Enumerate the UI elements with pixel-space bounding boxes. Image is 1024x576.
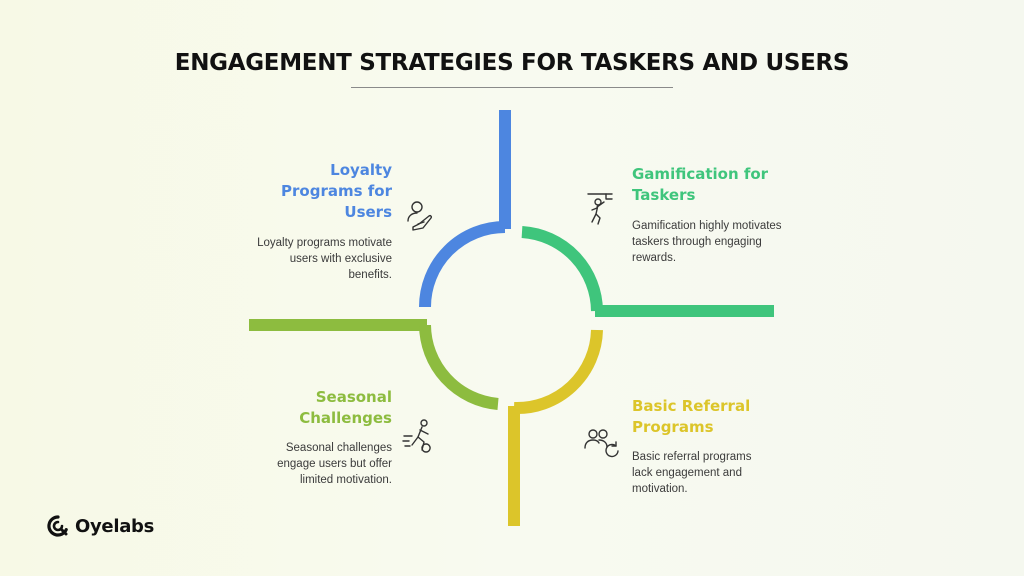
brand-logo: Oyelabs bbox=[47, 514, 154, 538]
title-divider bbox=[351, 87, 673, 88]
gamification-heading-line: Gamification for bbox=[632, 165, 769, 183]
referral-heading-line: Programs bbox=[632, 418, 714, 436]
seasonal-description-line: limited motivation. bbox=[299, 474, 392, 486]
gamification-description-line: rewards. bbox=[632, 252, 677, 264]
hand-holding-person-icon bbox=[399, 196, 439, 236]
referral-arc bbox=[513, 329, 603, 415]
loyalty-description-line: benefits. bbox=[348, 269, 392, 281]
seasonal-heading-line: Seasonal bbox=[315, 388, 392, 406]
running-person-icon bbox=[400, 414, 440, 454]
loyalty-heading-line: Programs for bbox=[281, 182, 392, 200]
page-title: ENGAGEMENT STRATEGIES FOR TASKERS AND US… bbox=[174, 50, 850, 76]
loyalty-heading-line: Loyalty bbox=[330, 161, 392, 179]
brand-name: Oyelabs bbox=[75, 515, 155, 537]
loyalty-heading-line: Users bbox=[344, 203, 392, 221]
gamification-description-line: Gamification highly motivates bbox=[632, 220, 782, 232]
referral-description: Basic referral programs lack engagement … bbox=[632, 449, 752, 497]
loyalty-description: Loyalty programs motivate users with exc… bbox=[257, 235, 392, 283]
seasonal-description-line: Seasonal challenges bbox=[285, 442, 392, 454]
gamification-heading: Gamification for Taskers bbox=[632, 164, 768, 206]
seasonal-description-line: engage users but offer bbox=[277, 458, 392, 470]
oyelabs-logo-icon bbox=[47, 515, 68, 537]
gamification-description: Gamification highly motivates taskers th… bbox=[632, 218, 782, 266]
seasonal-arc bbox=[419, 324, 499, 410]
seasonal-heading-line: Challenges bbox=[299, 409, 392, 427]
loyalty-description-line: users with exclusive bbox=[289, 253, 392, 265]
referral-users-icon bbox=[582, 422, 622, 462]
basketball-player-icon bbox=[582, 190, 622, 230]
loyalty-heading: Loyalty Programs for Users bbox=[281, 160, 392, 223]
gamification-description-line: taskers through engaging bbox=[632, 236, 762, 248]
referral-description-line: lack engagement and bbox=[632, 467, 742, 479]
seasonal-heading: Seasonal Challenges bbox=[299, 387, 392, 429]
loyalty-description-line: Loyalty programs motivate bbox=[257, 237, 392, 249]
gamification-arc bbox=[521, 226, 603, 312]
referral-heading-line: Basic Referral bbox=[632, 397, 751, 415]
gamification-heading-line: Taskers bbox=[632, 186, 696, 204]
referral-description-line: motivation. bbox=[632, 483, 688, 495]
loyalty-arc bbox=[419, 221, 506, 308]
referral-description-line: Basic referral programs bbox=[632, 451, 752, 463]
referral-heading: Basic Referral Programs bbox=[632, 396, 750, 438]
seasonal-description: Seasonal challenges engage users but off… bbox=[277, 440, 392, 488]
